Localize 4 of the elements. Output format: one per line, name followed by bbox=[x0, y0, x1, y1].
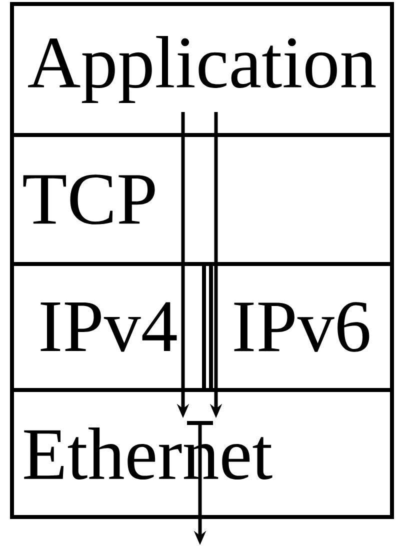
layer-box: IPv6 bbox=[209, 262, 394, 392]
layer-box: IPv4 bbox=[10, 262, 206, 392]
layer-box: TCP bbox=[10, 133, 394, 266]
layer-box: Application bbox=[10, 2, 394, 137]
